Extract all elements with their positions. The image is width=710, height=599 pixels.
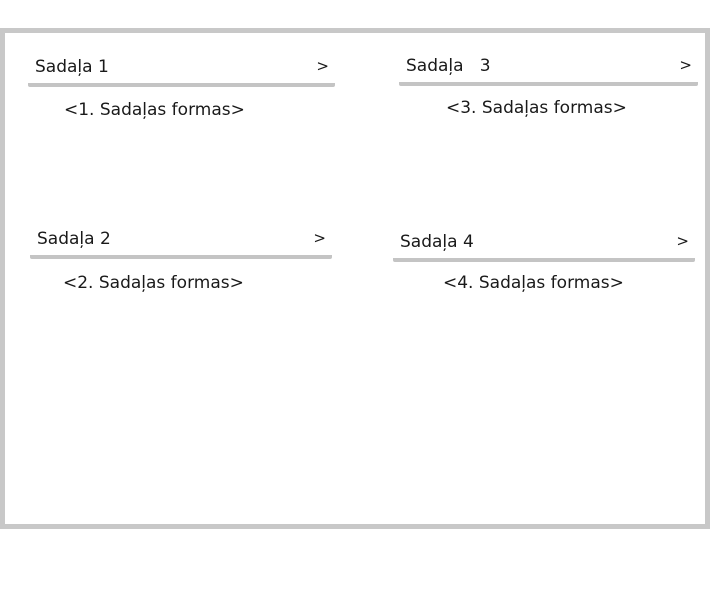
section-4: Sadaļa 4 > <4. Sadaļas formas> [393, 230, 695, 310]
section-2-form-placeholder: <2. Sadaļas formas> [63, 273, 244, 293]
section-2: Sadaļa 2 > <2. Sadaļas formas> [30, 227, 332, 307]
section-1-chevron-icon: > [316, 57, 329, 75]
section-3-header[interactable]: Sadaļa 3 > [399, 54, 698, 86]
section-3-title: Sadaļa 3 [406, 56, 491, 76]
section-4-form-placeholder: <4. Sadaļas formas> [443, 273, 624, 293]
section-4-chevron-icon: > [676, 232, 689, 250]
section-3: Sadaļa 3 > <3. Sadaļas formas> [399, 54, 698, 134]
section-2-chevron-icon: > [313, 229, 326, 247]
section-1-title: Sadaļa 1 [35, 57, 109, 77]
section-3-chevron-icon: > [679, 56, 692, 74]
section-1: Sadaļa 1 > <1. Sadaļas formas> [28, 55, 335, 135]
section-3-form-placeholder: <3. Sadaļas formas> [446, 98, 627, 118]
section-4-title: Sadaļa 4 [400, 232, 474, 252]
section-4-header[interactable]: Sadaļa 4 > [393, 230, 695, 262]
section-1-header[interactable]: Sadaļa 1 > [28, 55, 335, 87]
section-2-title: Sadaļa 2 [37, 229, 111, 249]
section-1-form-placeholder: <1. Sadaļas formas> [64, 100, 245, 120]
section-2-header[interactable]: Sadaļa 2 > [30, 227, 332, 259]
sections-panel: Sadaļa 1 > <1. Sadaļas formas> Sadaļa 2 … [0, 28, 710, 529]
